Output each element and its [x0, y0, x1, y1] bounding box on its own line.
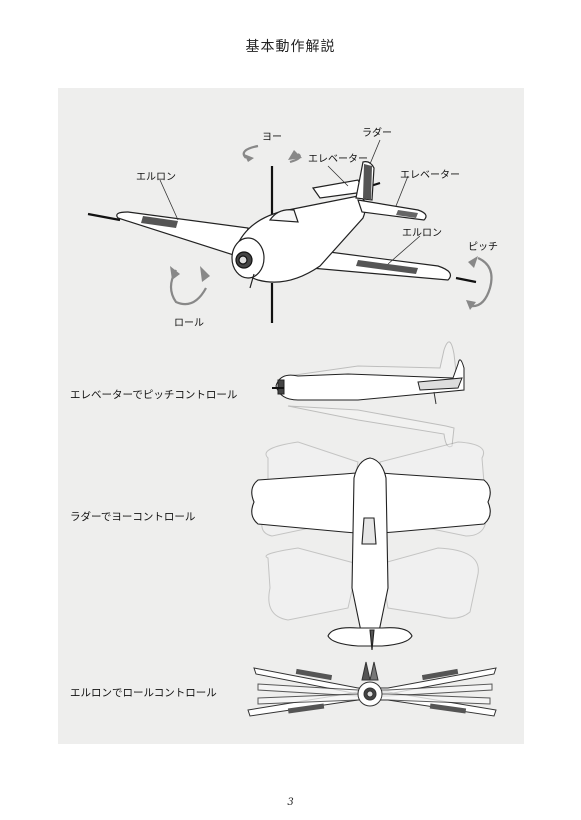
motion-arrows: [169, 144, 493, 310]
roll-label: ロール: [174, 318, 204, 329]
yaw-diagram: [251, 441, 491, 651]
pitch-diagram: [272, 341, 465, 448]
page-title: 基本動作解説: [245, 39, 336, 55]
aileron-label-left: エルロン: [136, 172, 176, 183]
elevator-label-right: エレベーター: [400, 170, 460, 181]
left-aileron-mark: [141, 216, 178, 228]
rudder-mark: [363, 164, 372, 200]
pitch-arrow: [469, 256, 493, 308]
leader-lines: [159, 139, 421, 265]
yaw-label: ヨー: [262, 132, 282, 143]
illustration-panel: ヨー ラダー エレベーター エレベーター エルロン エルロン ピッチ ロール エ…: [58, 88, 524, 744]
yaw-arrow-left: [242, 144, 259, 159]
yaw-plane-tail: [327, 627, 413, 647]
roll-axis-left: [87, 212, 121, 222]
elevator-label-left: エレベーター: [308, 154, 368, 165]
right-aileron-mark: [356, 260, 418, 274]
roll-control-caption: エルロンでロールコントロール: [70, 687, 217, 699]
illustration-svg: [87, 139, 497, 717]
left-wing: [116, 211, 249, 259]
pitch-control-caption: エレベーターでピッチコントロール: [70, 389, 238, 401]
page-number: 3: [287, 797, 294, 808]
roll-arrow: [169, 269, 207, 306]
aileron-label-right: エルロン: [402, 228, 442, 239]
canopy: [268, 209, 299, 223]
yaw-plane-fuselage: [351, 457, 389, 647]
rudder-label: ラダー: [362, 128, 392, 139]
pitch-axis-right: [455, 276, 477, 284]
pitch-plane-body: [275, 359, 465, 401]
pitch-label: ピッチ: [468, 242, 498, 253]
yaw-control-caption: ラダーでヨーコントロール: [70, 511, 196, 523]
main-airplane: [87, 161, 477, 323]
roll-diagram: [247, 661, 497, 717]
